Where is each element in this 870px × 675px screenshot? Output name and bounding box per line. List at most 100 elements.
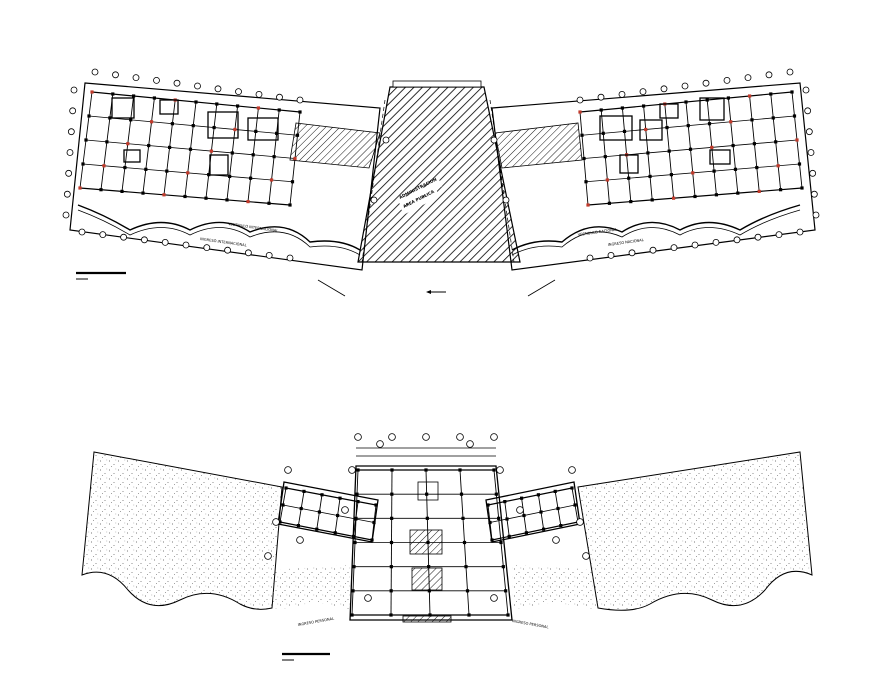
bottom-left-wing-column-marker [317,510,321,514]
axis-bubble [802,86,810,94]
central-roof-edge [392,80,482,88]
left-wing-column-marker [251,153,255,157]
left-wing-column-marker [170,122,174,126]
left-wing-column-marker [129,118,133,122]
axis-bubble [775,231,783,239]
axis-bubble [456,433,464,441]
left-wing-column-marker [236,104,240,108]
right-wing-column-marker [707,122,712,126]
bottom-core-column-marker [462,540,467,545]
right-wing-column-marker [797,162,802,166]
axis-bubble [348,466,356,474]
bottom-left-wing [277,481,379,543]
right-wing-column-marker [622,129,627,133]
left-wing-column-marker [207,173,211,177]
axis-bubble [490,433,498,441]
left-wing-column-marker [149,120,154,124]
axis-bubble [120,233,127,241]
core-entrance [402,615,452,623]
bottom-right-wing-column-marker [507,534,511,538]
left-wing-column-marker [191,124,195,128]
right-wing-column-marker [644,127,648,132]
bottom-core-column-marker [492,468,496,472]
axis-bubble [382,136,390,144]
bottom-right-wing-column-marker [542,527,546,531]
bottom-central-core [349,465,513,623]
right-wing-column-marker [733,167,738,171]
bottom-core-column-marker [352,565,356,569]
bottom-core-column-marker [497,516,501,520]
axis-bubble [568,466,576,474]
bottom-core-column-marker [390,492,394,496]
axis-bubble [723,77,731,84]
right-wing-column-marker [776,164,780,168]
bottom-left-wing-column-marker [356,500,360,504]
right-wing-column-marker [605,178,609,182]
axis-bubble [649,246,657,254]
left-wing-column-marker [295,133,300,137]
left-wing-label-1: VESTIBULO INTERNACIONAL [228,222,279,233]
right-wing-curved-facade [511,204,801,251]
right-wing-column-marker [769,92,773,96]
right-wing-column-marker [729,120,733,124]
axis-bubble [255,91,263,98]
axis-bubble [296,536,304,544]
left-wing-room [247,117,279,141]
bottom-left-wing-row-line [282,504,375,523]
axis-bubble [681,82,689,90]
right-wing-column-marker [584,180,588,184]
axis-bubble [65,169,73,177]
left-wing-column-marker [111,92,115,96]
axis-bubble [272,518,280,526]
axis-bubble [744,74,752,81]
bottom-left-wing-column-marker [333,531,337,535]
right-wing-column-marker [684,100,688,104]
bottom-left-wing-column-marker [370,538,374,542]
right-wing-column-marker [771,116,775,120]
left-wing-column-marker [126,142,130,146]
bottom-right-wing-row-line [491,521,579,541]
axis-bubble [194,82,201,90]
right-wing-curved-facade-2 [511,209,801,256]
left-wing-column-marker [267,201,271,205]
left-wing-column-marker [186,171,190,175]
axis-bubble [805,128,813,136]
bottom-right-wing-grid [486,486,580,542]
bottom-core-column-marker [499,540,503,545]
left-wing-column-marker [275,131,279,135]
right-wing-column-marker [800,186,804,190]
central-label-plate-2 [400,190,440,215]
axis-bubble [296,96,304,104]
bottom-left-wing-column-marker [281,503,285,507]
bottom-right-wing-column-marker [524,531,528,535]
right-wing-label-1: VESTIBULO NACIONAL [578,227,618,237]
bottom-left-wing-column-marker [374,503,378,507]
axis-bubble [804,107,812,115]
bottom-core-column-marker [425,516,429,520]
left-wing-column-marker [78,186,82,190]
central-label-plate-1 [398,179,443,208]
bottom-right-wing-column-marker [570,486,574,490]
core-stair-2 [411,567,443,591]
axis-bubble [691,241,699,249]
bottom-core-column-marker [389,613,393,617]
bottom-core-column-marker [427,565,431,569]
axis-bubble [516,506,524,514]
axis-bubble [712,238,720,246]
bottom-core-column-marker [353,540,357,545]
right-wing-column-marker [686,124,690,128]
left-wing-room [209,154,229,176]
axis-bubble [490,136,498,144]
bottom-core-column-marker [355,492,359,496]
bottom-floor-plan: INGRESO PERSONAL INGRESO PERSONAL [81,433,813,661]
right-wing-column-marker [790,90,794,94]
right-wing-column-marker [620,106,624,110]
left-wing-column-marker [246,200,250,204]
right-wing-column-marker [693,194,697,199]
axis-bubble [224,246,232,254]
left-wing-column-marker [102,164,106,168]
axis-bubble [388,433,396,441]
bottom-left-wing-column-marker [296,524,300,528]
right-wing-column-marker [607,201,611,205]
